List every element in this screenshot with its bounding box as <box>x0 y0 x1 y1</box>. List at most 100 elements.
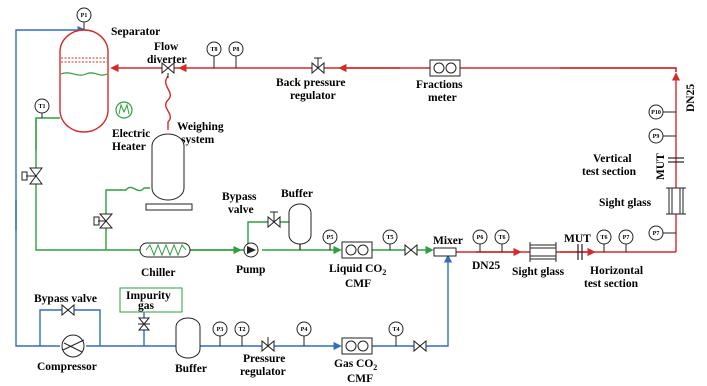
buffer-top-vessel <box>288 203 312 250</box>
vertical-test-section-flanges <box>668 157 684 163</box>
liquid-co2-cmf-label-2: CMF <box>345 278 371 290</box>
tag-p10: P10 <box>651 110 661 116</box>
fractions-meter-label-1: Fractions <box>416 79 463 91</box>
chiller-label: Chiller <box>141 267 176 279</box>
bypass-valve-top-label-2: valve <box>228 204 254 216</box>
chiller-unit <box>139 242 191 258</box>
impurity-gas-valve <box>137 317 151 331</box>
pressure-regulator <box>261 337 275 353</box>
horizontal-test-section-label-1: Horizontal <box>590 265 643 277</box>
liquid-co2-cmf-label-1: Liquid CO2 <box>329 263 386 277</box>
electric-heater-label-1: Electric <box>112 128 150 140</box>
valve-weighing-drain <box>93 213 114 229</box>
tag-t5: T5 <box>386 235 393 241</box>
mut-horizontal-label: MUT <box>564 233 591 245</box>
compressor-label: Compressor <box>37 361 97 373</box>
impurity-gas-label-1: Impurity <box>126 290 171 302</box>
gauge-p4: P4 <box>296 321 312 346</box>
impurity-gas-label-2: gas <box>138 300 155 312</box>
bypass-valve-top <box>267 211 281 229</box>
dn25-horizontal-label: DN25 <box>472 260 500 272</box>
pressure-regulator-label-1: Pressure <box>243 353 285 365</box>
tag-p3: P3 <box>217 327 224 333</box>
tag-p1: P1 <box>81 13 88 19</box>
dn25-vertical-label: DN25 <box>685 84 697 112</box>
gauge-ht-t: T6 <box>596 229 612 252</box>
buffer-bottom-label: Buffer <box>175 363 207 375</box>
red-pipes <box>110 63 681 257</box>
bypass-valve-top-label-1: Bypass <box>222 191 257 203</box>
horizontal-test-section-label-2: test section <box>584 278 639 290</box>
gauge-t5: T5 <box>382 229 398 250</box>
buffer-bottom-vessel <box>175 317 201 359</box>
valve-liquid-line <box>404 243 418 257</box>
gas-co2-cmf-label-1: Gas CO2 <box>334 358 377 372</box>
electric-heater-label-2: Heater <box>112 141 146 153</box>
back-pressure-regulator <box>311 57 325 75</box>
tag-vt-p: P7 <box>653 231 660 237</box>
liquid-cmf-meter <box>341 241 373 259</box>
flow-diverter-label-2: diverter <box>147 54 187 66</box>
weighing-vessel <box>145 133 193 211</box>
tag-p4: P4 <box>301 327 308 333</box>
impurity-gas-box <box>119 287 183 313</box>
tag-t1: T1 <box>38 104 45 110</box>
tag-mixer-p: P6 <box>477 235 484 241</box>
weighing-system-label-1: Weighing <box>177 121 224 133</box>
vertical-test-section-label-1: Vertical <box>593 153 632 165</box>
valve-separator-drain <box>21 167 43 185</box>
tag-p5: P5 <box>327 235 334 241</box>
tag-p8: P8 <box>233 47 240 53</box>
tag-ht-p: P7 <box>623 235 630 241</box>
pump-symbol <box>243 242 259 258</box>
gauge-mixer-p: P6 <box>472 229 488 252</box>
sight-glass-horizontal <box>529 242 557 262</box>
gauge-p3: P3 <box>212 321 228 346</box>
electric-heater-symbol <box>115 101 133 119</box>
separator-vessel <box>59 29 109 133</box>
sight-glass-vertical <box>666 187 686 215</box>
gauge-t2: T2 <box>234 321 250 346</box>
tag-t4: T4 <box>392 327 399 333</box>
gas-cmf-meter <box>341 337 373 355</box>
buffer-top-label: Buffer <box>281 188 313 200</box>
bypass-valve-bottom-label: Bypass valve <box>34 293 97 305</box>
gauge-vertical-p: P7 <box>648 225 676 241</box>
sight-glass-horizontal-label: Sight glass <box>512 266 565 278</box>
horizontal-test-section-flanges <box>577 244 583 260</box>
gas-co2-cmf-label-2: CMF <box>347 373 373 385</box>
gauge-t1: T1 <box>34 98 50 118</box>
gauge-ht-p: P7 <box>618 229 634 252</box>
gauge-p9: P9 <box>648 128 676 144</box>
bypass-valve-bottom <box>61 303 75 317</box>
gauge-p8: P8 <box>228 41 244 68</box>
sight-glass-vertical-label: Sight glass <box>599 197 652 209</box>
green-pipes <box>35 117 434 255</box>
flow-diverter-valve <box>161 61 175 78</box>
separator-label: Separator <box>111 26 160 38</box>
gauge-p10: P10 <box>648 104 676 120</box>
gauge-mixer-t: T6 <box>494 229 510 252</box>
flow-diverter-label-1: Flow <box>154 41 179 53</box>
mixer-unit <box>433 247 457 257</box>
gauge-p5: P5 <box>322 229 338 250</box>
vertical-test-section-label-2: test section <box>582 166 637 178</box>
pump-label: Pump <box>236 264 265 276</box>
back-pressure-regulator-label-2: regulator <box>290 90 336 102</box>
compressor-symbol <box>61 334 85 358</box>
pressure-regulator-label-2: regulator <box>240 366 286 378</box>
tag-t8: T8 <box>210 47 217 53</box>
gauge-t8: T8 <box>206 41 222 68</box>
mixer-label: Mixer <box>433 235 463 247</box>
tag-ht-t: T6 <box>600 235 607 241</box>
fractions-meter-label-2: meter <box>428 92 457 104</box>
weighing-system-label-2: system <box>181 134 215 146</box>
tag-t2: T2 <box>238 327 245 333</box>
mut-vertical-label: MUT <box>655 153 667 180</box>
tag-mixer-t: T6 <box>498 235 505 241</box>
back-pressure-regulator-label-1: Back pressure <box>276 77 346 89</box>
gauge-t4: T4 <box>388 321 404 346</box>
valve-gas-line <box>413 339 427 353</box>
gauge-p1: P1 <box>76 7 92 30</box>
